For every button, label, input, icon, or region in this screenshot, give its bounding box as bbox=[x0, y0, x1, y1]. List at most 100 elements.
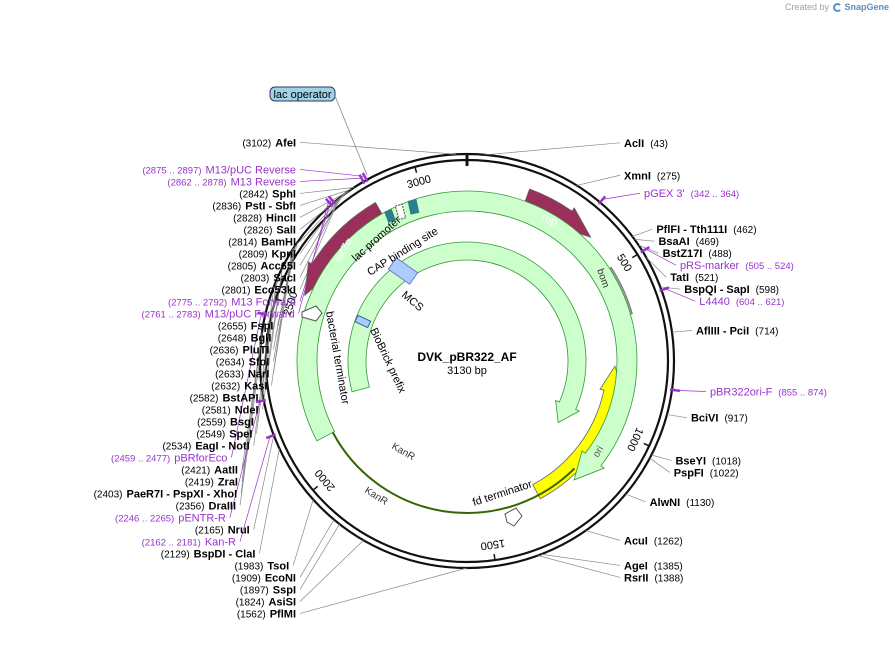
primer-l4440[interactable]: L4440(604 .. 621) bbox=[699, 296, 784, 308]
primer-range: (2862 .. 2878) bbox=[167, 177, 226, 188]
site-bspqi-sapi[interactable]: BspQI - SapI(598) bbox=[684, 284, 779, 296]
site-acc65i[interactable]: Acc65I(2805) bbox=[228, 260, 296, 272]
site-position: (275) bbox=[657, 171, 680, 182]
site-name: AclI bbox=[624, 138, 644, 150]
site-pspfi[interactable]: PspFI(1022) bbox=[674, 467, 739, 479]
snapgene-brand: Created by SnapGene bbox=[785, 2, 889, 12]
site-position: (1018) bbox=[712, 456, 741, 467]
primer-prs-marker[interactable]: pRS-marker(505 .. 524) bbox=[680, 260, 794, 272]
site-name: RsrII bbox=[624, 572, 648, 584]
primer-leader bbox=[299, 169, 365, 177]
site-position: (1130) bbox=[686, 498, 714, 509]
site-bstz17i[interactable]: BstZ17I(488) bbox=[663, 248, 732, 260]
site-bcivi[interactable]: BciVI(917) bbox=[691, 413, 748, 425]
site-pluti[interactable]: PluTI(2636) bbox=[210, 344, 270, 356]
site-name: SphI bbox=[272, 188, 296, 200]
site-kpni[interactable]: KpnI(2809) bbox=[239, 248, 296, 260]
primer-mark bbox=[659, 286, 670, 293]
site-name: KasI bbox=[244, 380, 267, 392]
site-aatii[interactable]: AatII(2421) bbox=[181, 464, 238, 476]
site-pflmi[interactable]: PflMI(1562) bbox=[237, 608, 296, 620]
site-name: NdeI bbox=[235, 404, 259, 416]
site-position: (462) bbox=[733, 225, 756, 236]
site-name: PflFI - Tth111I bbox=[656, 224, 727, 236]
site-bamhi[interactable]: BamHI(2814) bbox=[228, 236, 296, 248]
site-bsgi[interactable]: BsgI(2559) bbox=[197, 416, 254, 428]
site-eagi-noti[interactable]: EagI - NotI(2534) bbox=[162, 440, 249, 452]
site-sphi[interactable]: SphI (2842) bbox=[239, 188, 296, 200]
site-psti-sbfi[interactable]: PstI - SbfI(2836) bbox=[212, 200, 296, 212]
primer-leader bbox=[231, 313, 262, 458]
primer-m13-puc-forward[interactable]: M13/pUC Forward(2761 .. 2783) bbox=[142, 308, 295, 320]
site-tsoi[interactable]: TsoI(1983) bbox=[234, 560, 289, 572]
primer-m13-forward[interactable]: M13 Forward(2775 .. 2792) bbox=[168, 296, 296, 308]
primer-pbrforeco[interactable]: pBRforEco(2459 .. 2477) bbox=[111, 452, 227, 464]
site-leader bbox=[299, 189, 352, 206]
site-sspi[interactable]: SspI(1897) bbox=[240, 584, 296, 596]
site-position: (521) bbox=[695, 273, 718, 284]
primer-leader bbox=[239, 436, 271, 542]
site-xmni[interactable]: XmnI(275) bbox=[624, 170, 680, 182]
site-leader bbox=[271, 251, 292, 386]
primer-kan-r[interactable]: Kan-R(2162 .. 2181) bbox=[142, 536, 236, 548]
primer-pbr322ori-f[interactable]: pBR322ori-F(855 .. 874) bbox=[710, 386, 827, 398]
primer-pentr-r[interactable]: pENTR-R(2246 .. 2265) bbox=[115, 512, 226, 524]
site-leader bbox=[666, 414, 688, 419]
site-hincii[interactable]: HincII(2828) bbox=[233, 212, 296, 224]
tick-label: 500 bbox=[614, 252, 634, 274]
site-bgli[interactable]: BglI(2648) bbox=[218, 332, 272, 344]
site-bstapi[interactable]: BstAPI(2582) bbox=[190, 392, 259, 404]
site-name: NarI bbox=[248, 368, 269, 380]
site-bsaai[interactable]: BsaAI(469) bbox=[658, 236, 719, 248]
site-leader bbox=[585, 530, 621, 541]
site-name: SspI bbox=[273, 584, 296, 596]
site-bspdi-clai[interactable]: BspDI - ClaI(2129) bbox=[161, 548, 256, 560]
site-bseyi[interactable]: BseYI(1018) bbox=[675, 455, 740, 467]
site-position: (2534) bbox=[162, 441, 191, 452]
site-afliii-pcii[interactable]: AflIII - PciI(714) bbox=[696, 326, 779, 338]
site-kasi[interactable]: KasI(2632) bbox=[211, 380, 267, 392]
site-zrai[interactable]: ZraI(2419) bbox=[185, 476, 238, 488]
site-draiii[interactable]: DraIII(2356) bbox=[176, 500, 236, 512]
site-acui[interactable]: AcuI(1262) bbox=[624, 535, 683, 547]
site-eco53ki[interactable]: Eco53kI(2801) bbox=[222, 284, 297, 296]
site-alwni[interactable]: AlwNI(1130) bbox=[650, 497, 715, 509]
primer-range: (604 .. 621) bbox=[736, 297, 785, 308]
site-agei[interactable]: AgeI(1385) bbox=[624, 560, 683, 572]
primer-pgex-3[interactable]: pGEX 3'(342 .. 364) bbox=[644, 188, 739, 200]
primer-range: (342 .. 364) bbox=[691, 189, 740, 200]
primer-name: M13 Reverse bbox=[231, 176, 296, 188]
site-pflfi-tth111i[interactable]: PflFI - Tth111I (462) bbox=[656, 224, 756, 236]
primer-leader bbox=[229, 401, 261, 518]
site-afei[interactable]: AfeI(3102) bbox=[242, 137, 296, 149]
site-sfoi[interactable]: SfoI(2634) bbox=[216, 356, 270, 368]
site-acli[interactable]: AclI(43) bbox=[624, 138, 668, 150]
primer-m13-reverse[interactable]: M13 Reverse (2862 .. 2878) bbox=[167, 176, 296, 188]
site-position: (1562) bbox=[237, 609, 266, 620]
ori-label: ori bbox=[591, 444, 606, 459]
site-position: (2419) bbox=[185, 477, 214, 488]
bacterial-terminator-glyph bbox=[301, 305, 323, 322]
tick-mark bbox=[643, 442, 650, 447]
site-position: (2842) bbox=[239, 189, 268, 200]
site-rsrii[interactable]: RsrII(1388) bbox=[624, 572, 683, 584]
site-ndei[interactable]: NdeI(2581) bbox=[202, 404, 259, 416]
tick-mark bbox=[631, 253, 638, 259]
primer-name: pBRforEco bbox=[174, 452, 227, 464]
tick-label: 2000 bbox=[313, 467, 338, 493]
site-nrui[interactable]: NruI(2165) bbox=[195, 524, 250, 536]
site-leader bbox=[256, 280, 277, 434]
site-sali[interactable]: SalI(2826) bbox=[244, 224, 296, 236]
site-leader bbox=[299, 523, 340, 590]
site-paer7i-pspxi-xhoi[interactable]: PaeR7I - PspXI - XhoI(2403) bbox=[94, 488, 238, 500]
site-nari[interactable]: NarI(2633) bbox=[215, 368, 269, 380]
primer-leader bbox=[665, 288, 696, 302]
site-position: (2549) bbox=[196, 429, 225, 440]
site-tati[interactable]: TatI(521) bbox=[670, 272, 718, 284]
site-econi[interactable]: EcoNI(1909) bbox=[232, 572, 296, 584]
site-fspi[interactable]: FspI(2655) bbox=[218, 320, 274, 332]
site-spei[interactable]: SpeI(2549) bbox=[196, 428, 252, 440]
primer-m13-puc-reverse[interactable]: M13/pUC Reverse(2875 .. 2897) bbox=[142, 164, 296, 176]
site-saci[interactable]: SacI(2803) bbox=[240, 272, 296, 284]
site-asisi[interactable]: AsiSI(1824) bbox=[236, 596, 296, 608]
